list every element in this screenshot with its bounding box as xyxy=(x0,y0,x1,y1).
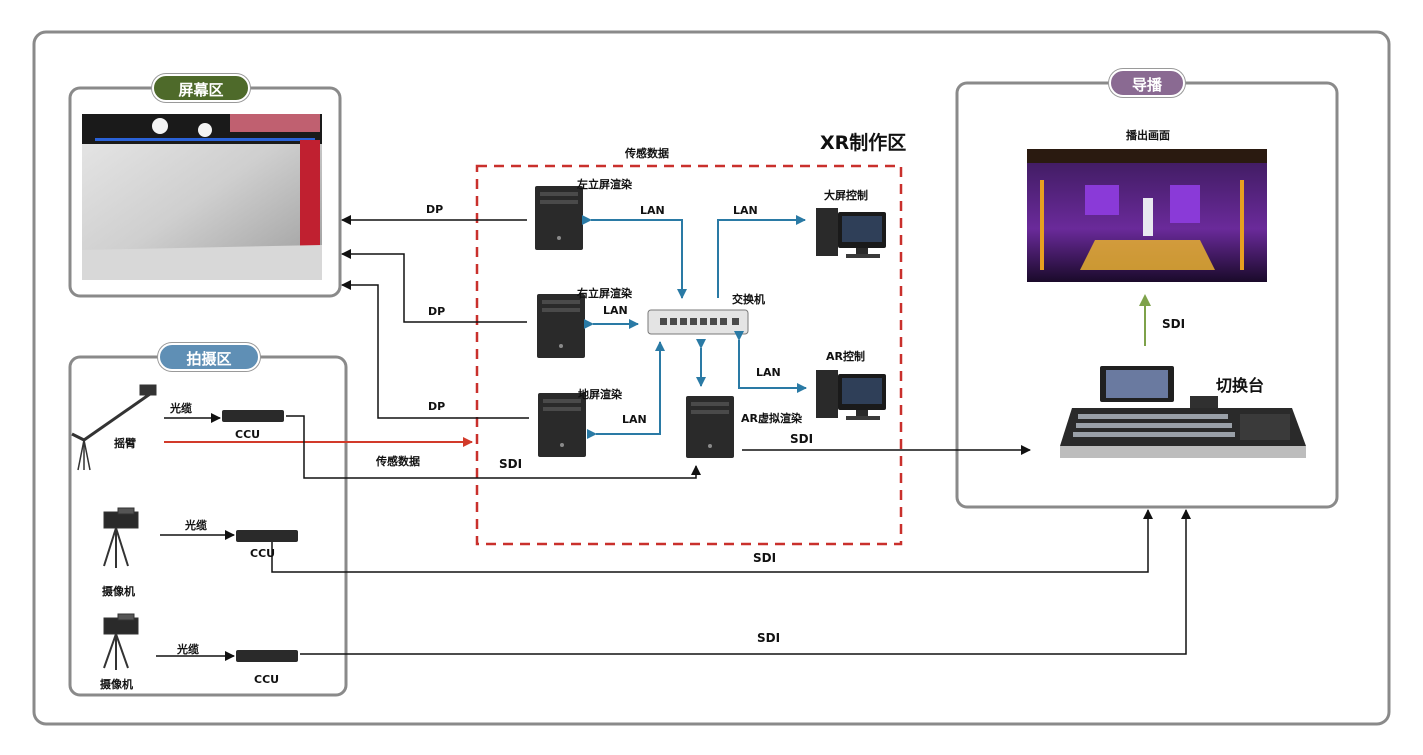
big-screen-control-label: 大屏控制 xyxy=(824,189,868,202)
led-studio-image xyxy=(82,114,322,280)
switcher-label: 切换台 xyxy=(1216,376,1265,395)
zone-title-xr: XR制作区 xyxy=(820,132,907,154)
floor-render-pc xyxy=(538,393,586,457)
zone-label-shoot: 拍摄区 xyxy=(158,343,260,371)
crane-label: 摇臂 xyxy=(114,437,136,450)
program-output-label: 播出画面 xyxy=(1126,129,1170,142)
camera-2 xyxy=(103,613,139,670)
dp-label-2: DP xyxy=(428,305,446,318)
sdi-label-cam3: SDI xyxy=(757,631,781,645)
camera-1-label: 摄像机 xyxy=(102,585,135,598)
sensor-label-bottom: 传感数据 xyxy=(376,455,420,468)
ar-control-pc xyxy=(816,370,886,420)
left-render-label: 左立屏渲染 xyxy=(577,178,632,191)
camera-2-label: 摄像机 xyxy=(100,678,133,691)
dp-label-1: DP xyxy=(426,203,444,216)
camera-1 xyxy=(103,507,139,568)
ccu-unit-1 xyxy=(222,410,284,422)
lan-label-right-render: LAN xyxy=(603,304,628,317)
ccu-unit-3 xyxy=(236,650,298,662)
ccu-1-label: CCU xyxy=(235,428,261,441)
switch-label: 交换机 xyxy=(732,293,765,306)
lan-label-big-ctrl: LAN xyxy=(733,204,758,217)
dp-label-3: DP xyxy=(428,400,446,413)
network-switch xyxy=(647,309,749,335)
outer-frame xyxy=(32,30,1391,726)
sdi-label-output: SDI xyxy=(1162,317,1186,331)
switcher-console xyxy=(1060,366,1306,458)
xr-zone-box xyxy=(475,164,903,546)
ar-render-pc xyxy=(686,396,734,458)
left-render-pc xyxy=(535,186,583,250)
sdi-label-ccu1: SDI xyxy=(499,457,523,471)
zone-label-director: 导播区 xyxy=(1109,69,1185,122)
right-render-label: 右立屏渲染 xyxy=(577,287,632,300)
ccu-unit-2 xyxy=(236,530,298,542)
sdi-links xyxy=(271,415,1191,655)
sensor-label-top: 传感数据 xyxy=(625,147,669,160)
floor-render-label: 地屏渲染 xyxy=(578,388,622,401)
lan-label-floor: LAN xyxy=(622,413,647,426)
right-render-pc xyxy=(537,294,585,358)
camera-crane xyxy=(71,384,157,471)
ccu-3-label: CCU xyxy=(254,673,280,686)
fiber-links xyxy=(156,413,235,661)
sdi-label-cam2: SDI xyxy=(753,551,777,565)
lan-links xyxy=(582,215,807,439)
ar-render-label: AR虚拟渲染 xyxy=(741,412,802,425)
fiber-label-2: 光缆 xyxy=(185,519,207,532)
sdi-label-ar: SDI xyxy=(790,432,814,446)
fiber-label-3: 光缆 xyxy=(177,643,199,656)
big-screen-control-pc xyxy=(816,208,886,258)
ccu-2-label: CCU xyxy=(250,547,276,560)
fiber-label-1: 光缆 xyxy=(170,402,192,415)
lan-label-left: LAN xyxy=(640,204,665,217)
zone-label-screen: 屏幕区 xyxy=(152,74,250,102)
program-output-image xyxy=(1027,149,1267,282)
ar-control-label: AR控制 xyxy=(826,350,865,363)
lan-label-ar-ctrl: LAN xyxy=(756,366,781,379)
dp-links xyxy=(341,215,529,419)
